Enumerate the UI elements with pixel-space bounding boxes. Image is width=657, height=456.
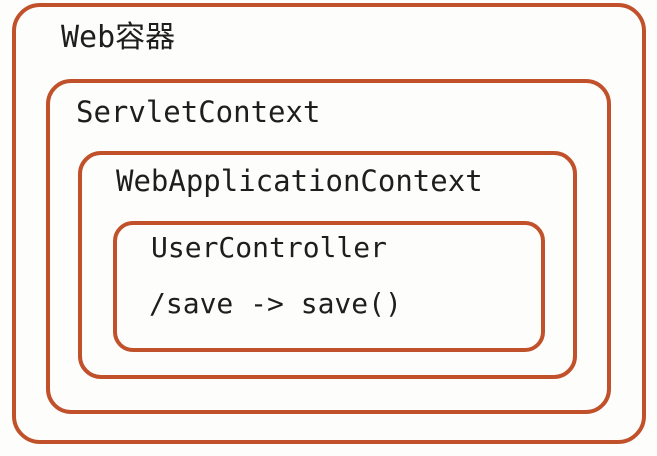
servlet-context-label: ServletContext	[76, 95, 321, 129]
user-controller-box: UserController /save -> save()	[113, 221, 545, 352]
user-controller-label: UserController	[151, 231, 388, 264]
user-controller-mapping-label: /save -> save()	[149, 287, 402, 320]
web-application-context-label: WebApplicationContext	[116, 164, 483, 198]
web-application-context-box: WebApplicationContext UserController /sa…	[78, 151, 577, 379]
web-container-label: Web容器	[61, 20, 176, 55]
web-container-box: Web容器 ServletContext WebApplicationConte…	[12, 3, 646, 444]
servlet-context-box: ServletContext WebApplicationContext Use…	[46, 79, 611, 414]
